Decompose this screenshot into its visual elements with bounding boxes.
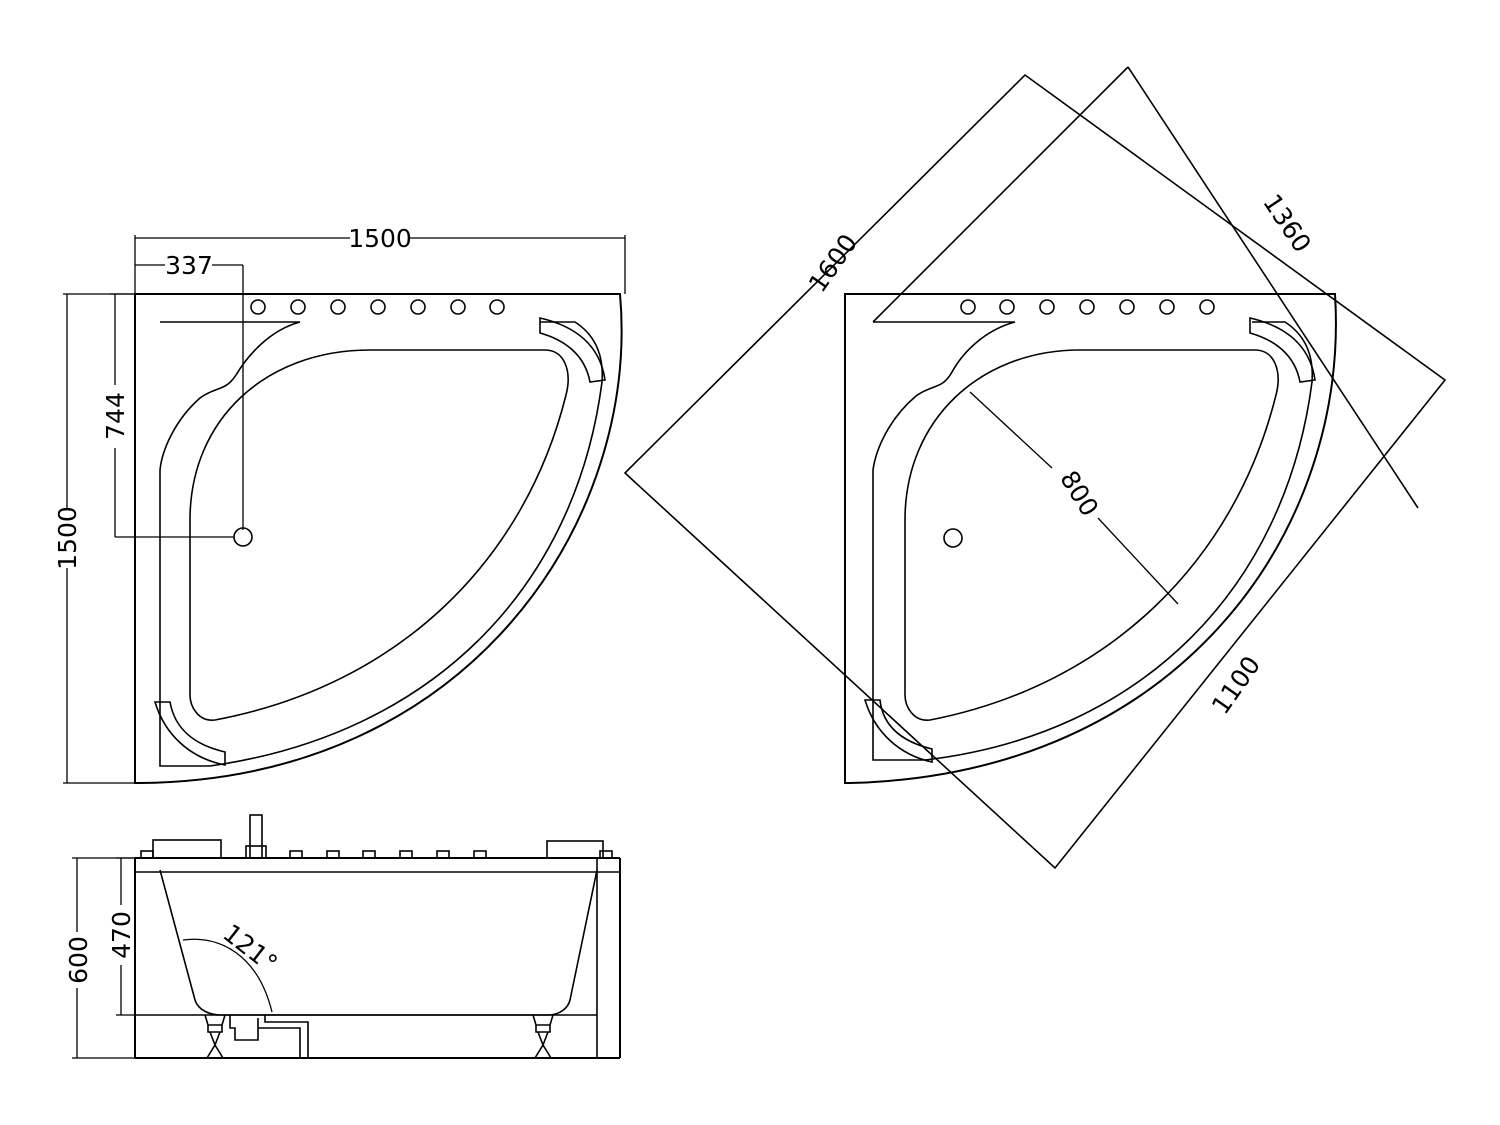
rotated-view-inner-frame — [872, 66, 1419, 509]
jet — [362, 850, 376, 859]
top-view-drain — [233, 527, 253, 547]
side-view-headrest-left — [152, 839, 222, 859]
jet — [330, 299, 346, 315]
jet — [436, 850, 450, 859]
jet — [450, 299, 466, 315]
top-view-headrest-right — [539, 316, 606, 383]
dim-diagonal-1600: 1600 — [803, 229, 863, 298]
top-view-jets — [250, 299, 505, 315]
rotated-view-headrest-left — [863, 699, 933, 763]
jet — [1079, 299, 1095, 315]
top-view-inner-rim — [159, 321, 604, 767]
jet — [1119, 299, 1135, 315]
jet — [1039, 299, 1055, 315]
jet — [999, 299, 1015, 315]
rotated-view-outer-diamond — [623, 73, 1447, 870]
jet — [1159, 299, 1175, 315]
jet — [410, 299, 426, 315]
jet — [289, 850, 303, 859]
side-view: 121° 600 470 — [64, 814, 621, 1059]
dim-top-height: 1500 — [53, 506, 82, 570]
jet — [250, 299, 266, 315]
jet — [1199, 299, 1215, 315]
side-view-drain-pipe — [229, 1015, 309, 1058]
side-view-headrest-right — [546, 840, 604, 859]
top-view-outer-shell — [134, 293, 623, 784]
dim-angle: 121° — [218, 918, 283, 978]
rotated-view-inner-rim — [872, 321, 1314, 761]
dim-total-height: 600 — [64, 936, 93, 984]
jet — [399, 850, 413, 859]
rotated-view-basin — [904, 349, 1279, 721]
side-view-tub-body — [159, 869, 598, 1016]
side-view-faucet — [249, 814, 263, 859]
jet — [326, 850, 340, 859]
rotated-view-outer-shell — [844, 293, 1337, 784]
rotated-view-jets — [960, 299, 1215, 315]
top-view-headrest-left — [153, 701, 226, 766]
rotated-view-drain — [943, 528, 963, 548]
side-view-foot-left — [204, 1014, 226, 1059]
side-view-jets — [289, 850, 487, 859]
dim-diagonal-1360: 1360 — [1257, 189, 1317, 258]
dim-drain-offset-x: 337 — [165, 251, 213, 280]
jet — [473, 850, 487, 859]
jet — [960, 299, 976, 315]
dim-drain-offset-y: 744 — [101, 392, 130, 440]
dim-inner-depth-800: 800 — [1054, 466, 1104, 522]
jet — [489, 299, 505, 315]
dim-inner-depth: 470 — [107, 911, 136, 959]
side-view-foot-right — [532, 1014, 554, 1059]
jet — [370, 299, 386, 315]
rotated-view-headrest-right — [1249, 316, 1316, 383]
top-view-basin — [189, 349, 569, 721]
rotated-view: 1600 1360 800 1100 — [623, 66, 1447, 870]
dim-inner-width-1100: 1100 — [1206, 651, 1266, 720]
top-view: 1500 337 744 1500 — [53, 224, 626, 784]
dim-top-width: 1500 — [348, 224, 412, 253]
jet — [290, 299, 306, 315]
